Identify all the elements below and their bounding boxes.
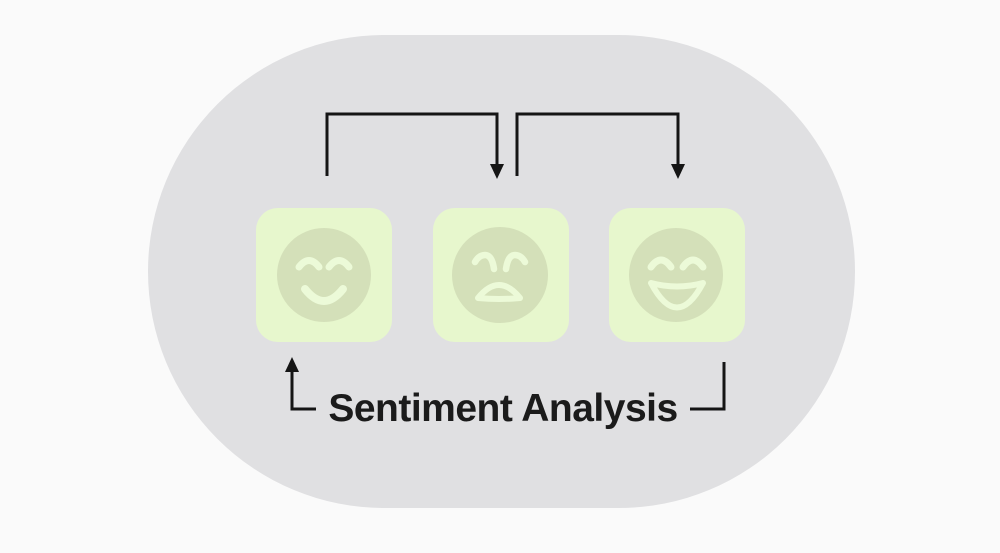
arrow-title-to-card1 <box>285 357 316 411</box>
card-grinning-face <box>609 208 745 342</box>
slightly-smiling-face-icon <box>277 228 371 322</box>
card-slightly-smiling-face <box>256 208 392 342</box>
connector-card3-to-title <box>690 362 726 411</box>
grinning-face-icon <box>629 228 723 322</box>
diagram-title: Sentiment Analysis <box>328 387 678 430</box>
weary-face-icon <box>452 227 548 323</box>
card-weary-face <box>433 208 569 342</box>
arrow-card1-to-card2 <box>325 112 504 179</box>
arrow-card2-to-card3 <box>515 112 685 179</box>
